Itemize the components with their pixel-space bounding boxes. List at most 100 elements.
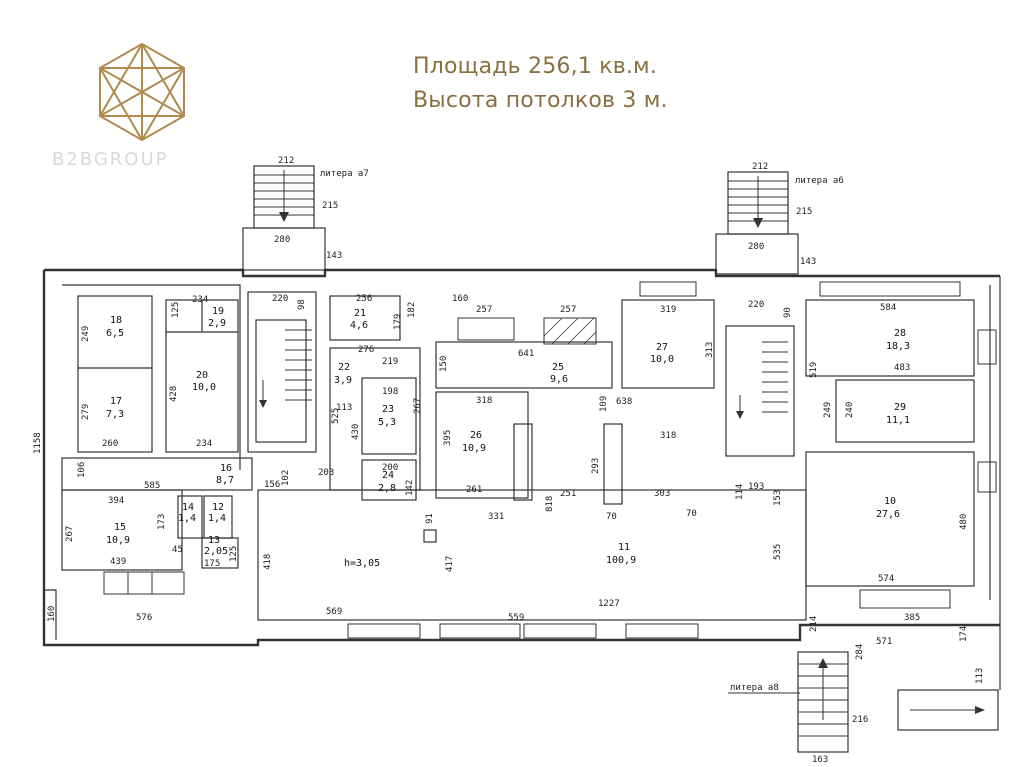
room-number: 13 <box>208 535 220 546</box>
dimension-label: 249 <box>823 402 833 418</box>
dimension-label: 267 <box>65 526 75 542</box>
room-area: 1,4 <box>208 513 226 524</box>
room-number: 26 <box>470 430 482 441</box>
dimension-label: 318 <box>660 431 676 441</box>
dim-label: 143 <box>800 257 816 267</box>
dimension-label: 303 <box>654 489 670 499</box>
dimension-label: 256 <box>356 294 372 304</box>
dimension-label: 113 <box>336 403 352 413</box>
dimension-label: 1158 <box>33 432 43 454</box>
room-number: 17 <box>110 396 122 407</box>
dimension-label: 219 <box>382 357 398 367</box>
dimension-label: 45 <box>172 545 183 555</box>
room-number: 18 <box>110 315 122 326</box>
dimension-label: 150 <box>439 356 449 372</box>
dim-label: 163 <box>812 755 828 765</box>
outer-walls <box>42 268 1001 690</box>
room-number: 16 <box>220 463 232 474</box>
dim-label: 280 <box>274 235 290 245</box>
dimension-label: 193 <box>748 482 764 492</box>
dimension-label: 480 <box>959 514 969 530</box>
dimension-label: 260 <box>102 439 118 449</box>
room-area: 10,9 <box>106 535 130 546</box>
ceiling-height-note: h=3,05 <box>344 558 380 569</box>
room-area: 1,4 <box>178 513 196 524</box>
dimension-label: 418 <box>263 554 273 570</box>
dim-label: 143 <box>326 251 342 261</box>
dimension-label: 173 <box>157 514 167 530</box>
room-number: 23 <box>382 404 394 415</box>
room-area: 18,3 <box>886 341 910 352</box>
dimension-label: 519 <box>809 362 819 378</box>
dimension-labels: 1158 249 279 260 125 234 428 234 220 98 … <box>33 294 985 684</box>
dimension-label: 182 <box>407 302 417 318</box>
dimension-label: 160 <box>452 294 468 304</box>
room-area: 100,9 <box>606 555 636 566</box>
dimension-label: 818 <box>545 496 555 512</box>
dimension-label: 430 <box>351 424 361 440</box>
room-number: 29 <box>894 402 906 413</box>
dimension-label: 153 <box>773 490 783 506</box>
room-area: 3,9 <box>334 375 352 386</box>
room-number: 15 <box>114 522 126 533</box>
stair-a7: 212 литера а7 215 280 143 <box>242 156 369 271</box>
stair-a8: литера а8 216 163 <box>728 651 999 765</box>
dimension-label: 417 <box>445 556 455 572</box>
dim-label: 216 <box>852 715 868 725</box>
dimension-label: 576 <box>136 613 152 623</box>
dimension-label: 267 <box>413 398 423 414</box>
dimension-label: 234 <box>196 439 212 449</box>
dimension-label: 125 <box>229 546 239 562</box>
dimension-label: 109 <box>599 396 609 412</box>
dimension-label: 279 <box>81 404 91 420</box>
room-area: 2,8 <box>378 483 396 494</box>
dimension-label: 638 <box>616 397 632 407</box>
room-area: 7,3 <box>106 409 124 420</box>
dimension-label: 249 <box>81 326 91 342</box>
room-area: 10,0 <box>650 354 674 365</box>
dimension-label: 70 <box>686 509 697 519</box>
dimension-label: 174 <box>959 626 969 642</box>
dimension-label: 293 <box>591 458 601 474</box>
dimension-label: 106 <box>77 462 87 478</box>
dimension-label: 584 <box>880 303 896 313</box>
dimension-label: 385 <box>904 613 920 623</box>
room-area: 2,05 <box>204 546 228 557</box>
room-area: 11,1 <box>886 415 910 426</box>
room-area: 27,6 <box>876 509 900 520</box>
room-number: 20 <box>196 370 208 381</box>
dimension-label: 240 <box>845 402 855 418</box>
dimension-label: 203 <box>318 468 334 478</box>
stair-label-a7: литера а7 <box>320 169 369 179</box>
dimension-label: 142 <box>405 480 415 496</box>
dimension-label: 395 <box>443 430 453 446</box>
dimension-label: 574 <box>878 574 894 584</box>
room-number: 28 <box>894 328 906 339</box>
room-number: 21 <box>354 308 366 319</box>
room-area: 10,9 <box>462 443 486 454</box>
dimension-label: 331 <box>488 512 504 522</box>
dimension-label: 113 <box>975 668 985 684</box>
stair-label-a8: литера а8 <box>730 683 779 693</box>
dimension-label: 318 <box>476 396 492 406</box>
ceiling-height-heading: Высота потолков 3 м. <box>413 88 668 113</box>
logo-icon <box>99 42 185 142</box>
room-area: 4,6 <box>350 320 368 331</box>
dimension-label: 160 <box>47 606 57 622</box>
dimension-label: 439 <box>110 557 126 567</box>
room-walls <box>61 291 997 621</box>
dimension-label: 428 <box>169 386 179 402</box>
dimension-label: 257 <box>560 305 576 315</box>
dimension-label: 1227 <box>598 599 620 609</box>
dimension-label: 214 <box>809 616 819 632</box>
dimension-label: 179 <box>393 314 403 330</box>
dimension-label: 220 <box>748 300 764 310</box>
dimension-label: 98 <box>297 299 307 310</box>
room-number: 27 <box>656 342 668 353</box>
dim-label: 212 <box>752 162 768 172</box>
room-area: 8,7 <box>216 475 234 486</box>
dimension-label: 234 <box>192 295 208 305</box>
dimension-label: 114 <box>735 484 745 500</box>
dimension-label: 257 <box>476 305 492 315</box>
